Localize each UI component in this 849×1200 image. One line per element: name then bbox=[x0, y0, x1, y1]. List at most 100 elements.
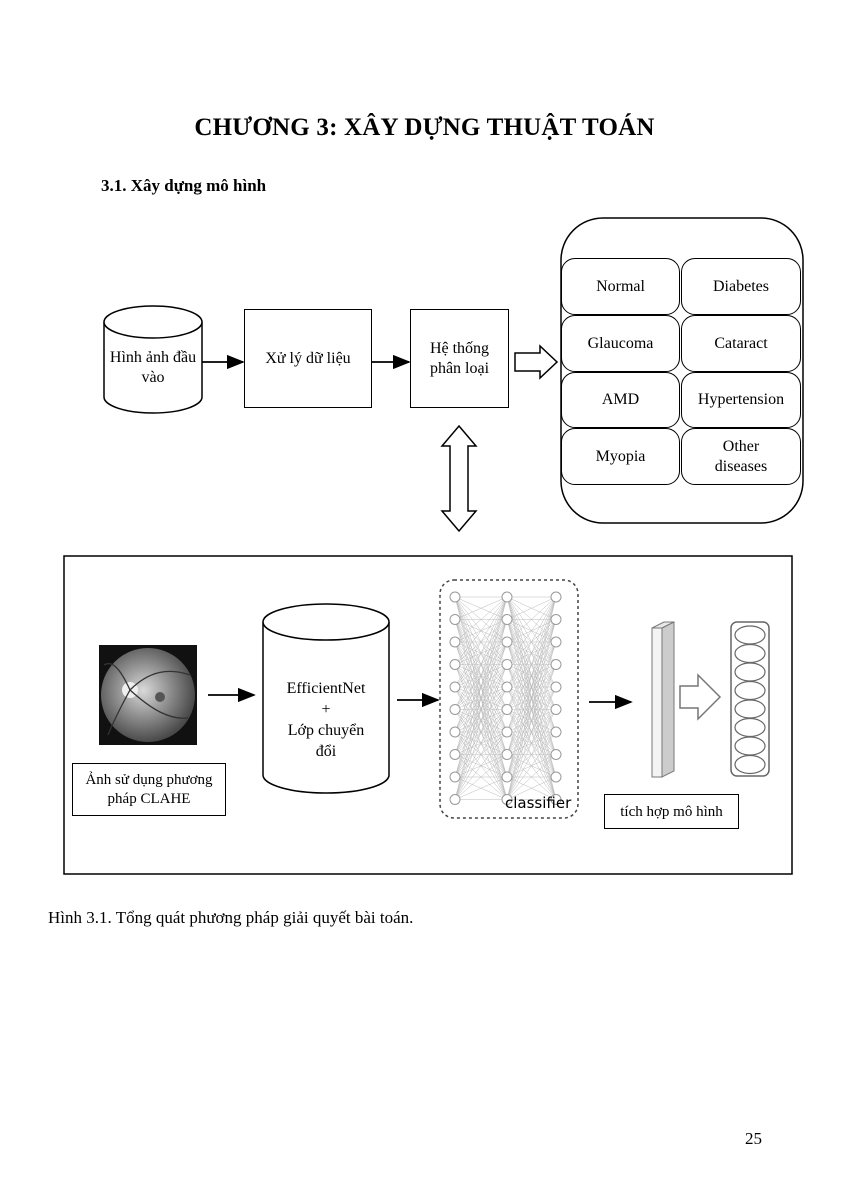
double-arrow-vertical bbox=[440, 424, 478, 533]
network-node bbox=[550, 659, 562, 670]
network-edge bbox=[506, 596, 557, 778]
network-edge bbox=[454, 664, 508, 800]
class-cell: Cataract bbox=[681, 315, 801, 372]
classifier-network-nodes bbox=[449, 591, 562, 805]
network-edge bbox=[506, 596, 557, 800]
class-cell: Normal bbox=[561, 258, 680, 315]
classifier-system-label: Hệ thống phân loại bbox=[429, 339, 490, 377]
output-layer-nodes bbox=[734, 625, 766, 775]
network-edge bbox=[506, 596, 557, 710]
network-edge bbox=[506, 776, 557, 800]
network-edge bbox=[454, 596, 508, 643]
clahe-label-box: Ảnh sử dụng phương pháp CLAHE bbox=[72, 763, 226, 816]
network-node bbox=[501, 591, 513, 603]
network-edge bbox=[506, 754, 557, 800]
network-edge bbox=[454, 596, 508, 620]
hollow-arrow-to-output bbox=[679, 673, 722, 721]
network-edge bbox=[506, 664, 557, 800]
class-label: AMD bbox=[601, 391, 640, 408]
preprocess-box: Xử lý dữ liệu bbox=[244, 309, 372, 408]
network-edge bbox=[506, 641, 557, 800]
network-edge bbox=[454, 731, 508, 800]
network-node bbox=[501, 771, 513, 783]
class-label: Cataract bbox=[714, 334, 768, 352]
model-label-line-3: Lớp chuyển đổi bbox=[287, 722, 365, 760]
network-edge bbox=[506, 596, 557, 665]
network-node bbox=[449, 591, 461, 603]
network-node bbox=[550, 771, 562, 783]
network-node bbox=[501, 794, 513, 805]
class-cell: Glaucoma bbox=[561, 315, 680, 372]
network-edge bbox=[454, 596, 508, 665]
network-edge bbox=[506, 596, 557, 643]
network-edge bbox=[506, 709, 557, 800]
hollow-arrow-to-classes bbox=[514, 344, 559, 380]
class-label: Glaucoma bbox=[587, 334, 654, 352]
network-edge bbox=[454, 641, 508, 800]
network-edge bbox=[454, 709, 508, 800]
network-node bbox=[550, 614, 562, 625]
class-label: Hypertension bbox=[697, 391, 785, 408]
class-label: Diabetes bbox=[713, 277, 769, 295]
network-node bbox=[501, 659, 513, 670]
output-node bbox=[734, 643, 766, 664]
chapter-title: CHƯƠNG 3: XÂY DỰNG THUẬT TOÁN bbox=[194, 114, 655, 141]
input-cylinder bbox=[103, 305, 203, 414]
input-label: Hình ảnh đầu vào bbox=[109, 349, 197, 386]
network-node bbox=[449, 794, 461, 805]
network-node bbox=[501, 749, 513, 760]
output-node bbox=[734, 754, 766, 775]
output-node bbox=[734, 699, 766, 719]
output-node bbox=[734, 736, 766, 756]
output-node bbox=[734, 717, 766, 738]
network-node bbox=[449, 771, 461, 783]
network-edge bbox=[506, 731, 557, 800]
class-cell: Hypertension bbox=[681, 372, 801, 428]
model-label: EfficientNet + Lớp chuyển đổi bbox=[263, 678, 389, 762]
network-node bbox=[449, 726, 461, 738]
network-edge bbox=[506, 596, 557, 733]
network-node bbox=[550, 591, 562, 603]
network-edge bbox=[454, 619, 508, 800]
network-edge bbox=[454, 596, 508, 733]
network-node bbox=[449, 704, 461, 715]
class-label: Other diseases bbox=[714, 437, 768, 475]
network-node bbox=[449, 749, 461, 760]
network-node bbox=[501, 726, 513, 738]
section-heading: 3.1. Xây dựng mô hình bbox=[101, 176, 267, 195]
pipeline-frame bbox=[63, 555, 793, 875]
network-node bbox=[550, 636, 562, 648]
class-label: Myopia bbox=[595, 447, 646, 465]
network-node bbox=[449, 636, 461, 648]
class-cell: Diabetes bbox=[681, 258, 801, 315]
page-number: 25 bbox=[745, 1129, 762, 1148]
class-cell: Myopia bbox=[561, 428, 680, 485]
network-edge bbox=[454, 596, 508, 710]
network-node bbox=[501, 704, 513, 715]
network-node bbox=[550, 704, 562, 715]
network-edge bbox=[454, 776, 508, 800]
network-edge bbox=[506, 686, 557, 800]
ensemble-label-box: tích hợp mô hình bbox=[604, 794, 739, 829]
network-edge bbox=[506, 596, 557, 755]
network-edge bbox=[454, 596, 508, 755]
model-label-line-2: + bbox=[321, 701, 331, 718]
feature-bar bbox=[651, 621, 675, 778]
classifier-system-box: Hệ thống phân loại bbox=[410, 309, 509, 408]
output-node bbox=[734, 625, 766, 645]
figure-caption: Hình 3.1. Tổng quát phương pháp giải quy… bbox=[48, 908, 414, 927]
model-label-line-1: EfficientNet bbox=[286, 680, 366, 697]
ensemble-label: tích hợp mô hình bbox=[620, 803, 723, 820]
retina-image bbox=[99, 645, 197, 745]
output-node bbox=[734, 662, 766, 682]
network-node bbox=[449, 614, 461, 625]
clahe-label: Ảnh sử dụng phương pháp CLAHE bbox=[85, 771, 213, 807]
network-node bbox=[550, 749, 562, 760]
network-node bbox=[449, 659, 461, 670]
network-edge bbox=[454, 596, 508, 688]
network-node bbox=[501, 636, 513, 648]
model-cylinder bbox=[262, 603, 390, 794]
network-edge bbox=[454, 754, 508, 800]
classifier-label: classifier bbox=[505, 794, 572, 812]
